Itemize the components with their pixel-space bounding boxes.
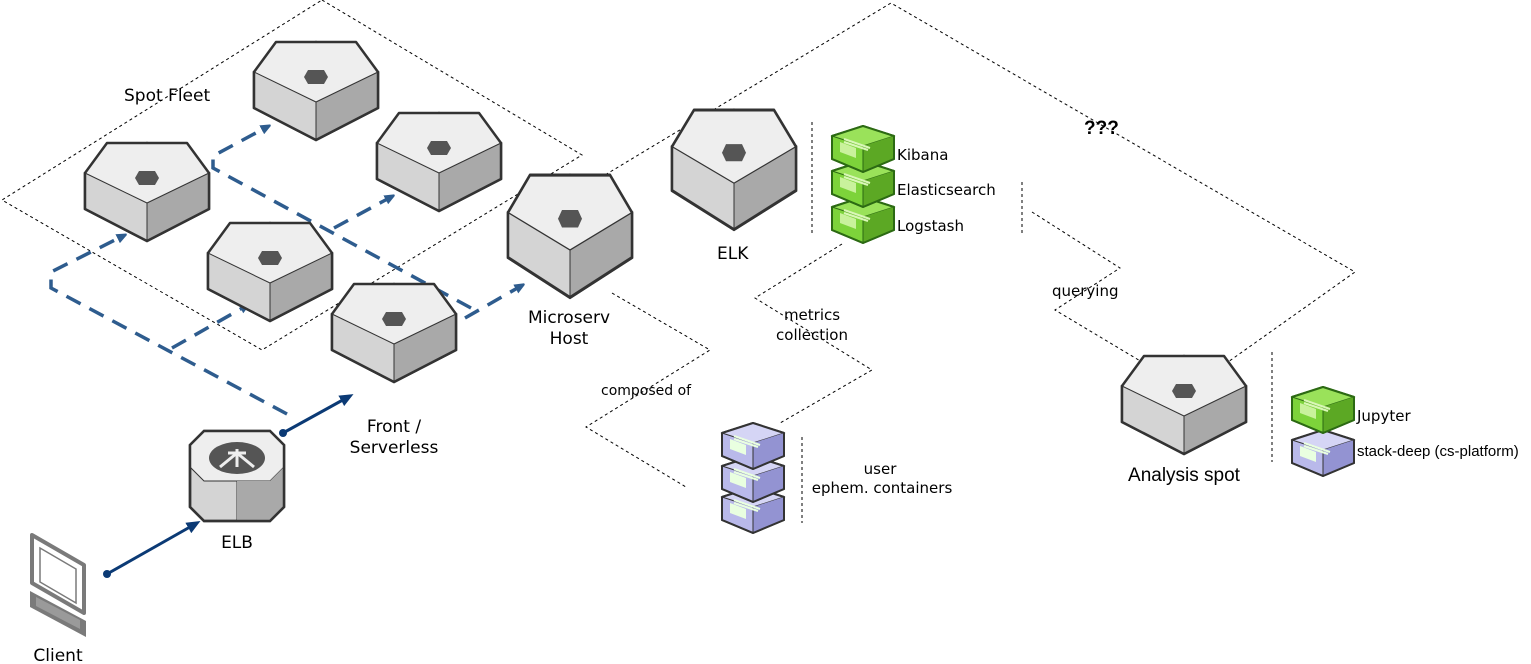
querying-label: querying [1052,282,1119,300]
front-server-icon[interactable] [330,282,458,384]
elk-server-icon[interactable] [670,108,798,232]
spot-server-3-icon[interactable] [83,141,211,243]
kibana-label: Kibana [897,146,948,164]
fleet-route-right [333,197,391,230]
computer-icon[interactable] [30,533,86,637]
microserv-label-line2: Host [550,329,589,349]
elasticsearch-label: Elasticsearch [897,181,996,199]
elk-region [589,2,1356,363]
user-label-line2: ephem. containers [812,479,953,497]
microserv-label-line1: Microserv [528,308,610,328]
jupyter-container-icon[interactable] [1291,386,1355,434]
logstash-label: Logstash [897,217,964,235]
user-label-line1: user [864,460,898,478]
stack-deep-container-icon[interactable] [1291,429,1355,477]
jupyter-label: Jupyter [1356,407,1411,425]
client-arrow-origin [103,570,111,578]
fleet-route-mid [171,306,246,350]
front-label-line1: Front / [367,417,421,437]
elb-to-front-arrow [282,394,354,435]
front-to-microserv-route [464,286,521,320]
composed-of-label: composed of [601,383,692,399]
spot-server-2-icon[interactable] [375,111,503,213]
stack-deep-label: stack-deep (cs-platform) [1357,443,1519,460]
front-label-line2: Serverless [350,438,439,458]
metrics-label-line1: metrics [784,306,840,324]
elk-label: ELK [717,244,749,264]
fleet-route-left [49,236,288,416]
elb-arrow-origin [279,429,287,437]
microserv-host-icon[interactable] [506,173,634,300]
client-to-elb-arrow [106,521,201,576]
fleet-route-top [211,127,472,310]
analysis-spot-server-icon[interactable] [1120,354,1248,456]
spot-server-4-icon[interactable] [206,221,334,323]
metrics-label-line2: collection [776,326,848,344]
spot-server-1-icon[interactable] [252,40,380,142]
kibana-container-icon[interactable] [831,125,895,173]
client-label: Client [33,646,83,664]
spot-fleet-label: Spot Fleet [124,86,210,106]
load-balancer-icon[interactable] [188,429,286,523]
elb-label: ELB [221,533,253,553]
composed-of-link [585,292,711,488]
unknown-label: ??? [1084,118,1119,139]
analysis-spot-label: Analysis spot [1128,465,1241,486]
